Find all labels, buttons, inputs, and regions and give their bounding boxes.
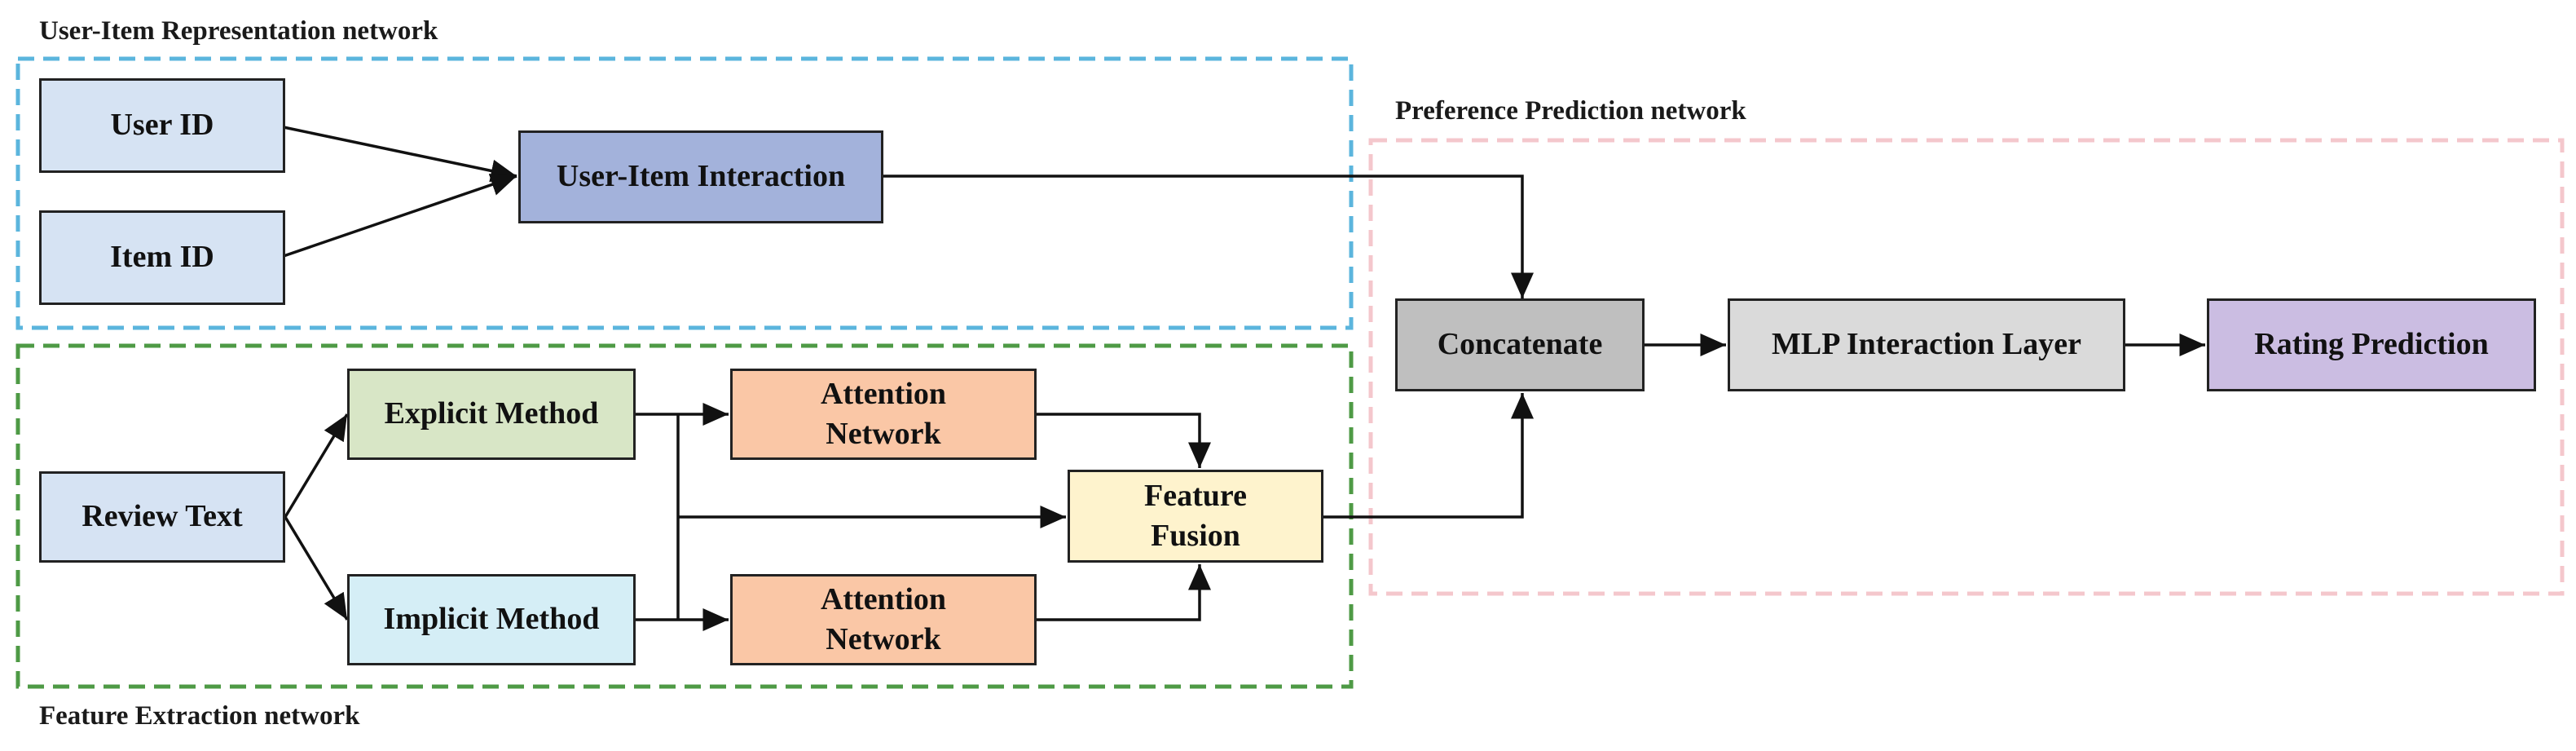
- node-user-item-interaction: User-Item Interaction: [518, 130, 883, 223]
- node-implicit-method: Implicit Method: [347, 574, 636, 665]
- node-mlp-interaction-layer: MLP Interaction Layer: [1728, 298, 2125, 391]
- edge-interaction-to-concatenate: [883, 174, 1534, 298]
- edge-review-to-explicit: [284, 413, 349, 518]
- node-rating-prediction: Rating Prediction: [2207, 298, 2536, 391]
- node-item-id: Item ID: [39, 210, 285, 305]
- node-concatenate: Concatenate: [1395, 298, 1645, 391]
- group-title-representation: User-Item Representation network: [39, 16, 438, 46]
- edge-attention-top-to-fusion: [1037, 413, 1211, 468]
- edge-review-to-implicit: [284, 516, 349, 621]
- group-frame-representation: [15, 56, 1354, 330]
- node-review-text: Review Text: [39, 471, 285, 563]
- edge-user-id-to-interaction: [283, 126, 517, 183]
- edge-item-id-to-interaction: [283, 173, 517, 258]
- edge-attention-bottom-to-fusion: [1037, 564, 1211, 621]
- group-frame-prediction: [1368, 138, 2565, 596]
- node-attention-network-bottom: Attention Network: [730, 574, 1037, 665]
- edge-fusion-to-concatenate: [1323, 393, 1534, 519]
- group-title-prediction: Preference Prediction network: [1395, 96, 1746, 126]
- node-feature-fusion: Feature Fusion: [1068, 470, 1323, 563]
- group-title-extraction: Feature Extraction network: [39, 701, 360, 731]
- node-explicit-method: Explicit Method: [347, 369, 636, 460]
- node-attention-network-top: Attention Network: [730, 369, 1037, 460]
- node-user-id: User ID: [39, 78, 285, 173]
